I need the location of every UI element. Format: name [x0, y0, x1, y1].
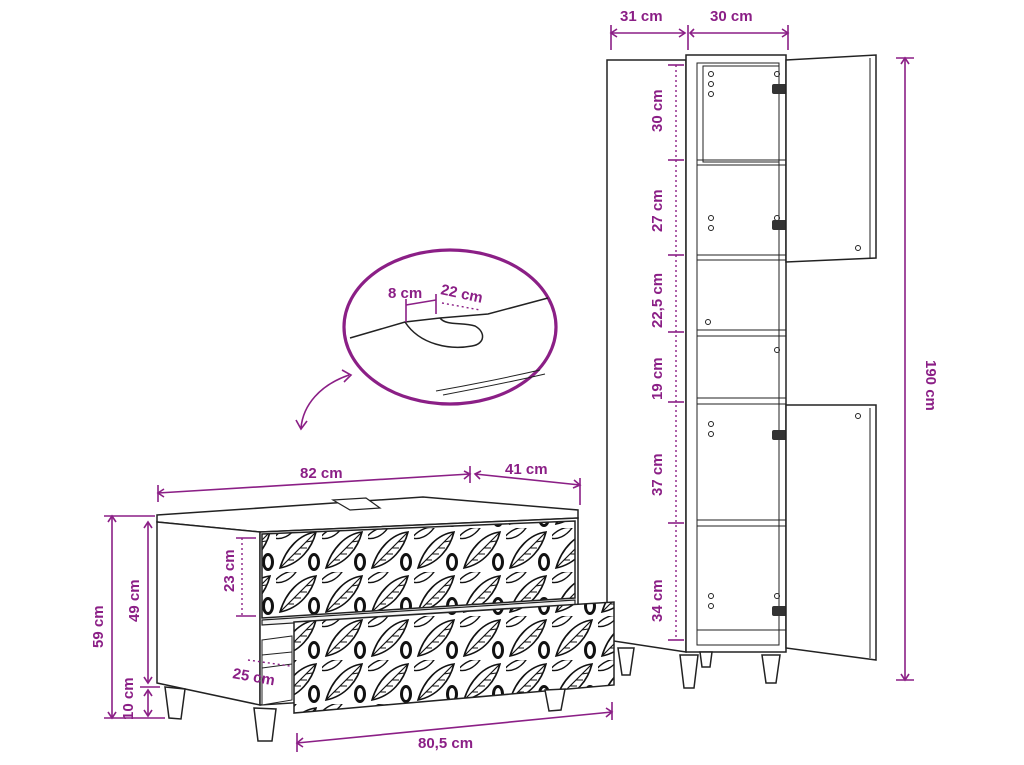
sink-width-label: 82 cm: [300, 465, 343, 482]
sink-depth-label: 41 cm: [505, 461, 548, 478]
tall-cabinet: [606, 54, 877, 689]
tall-section-2-label: 27 cm: [649, 189, 666, 232]
sink-body-height-label: 49 cm: [126, 579, 143, 622]
top-drawer-height-label: 23 cm: [221, 549, 238, 592]
sink-total-height-label: 59 cm: [90, 605, 107, 648]
sink-leg-height-label: 10 cm: [120, 677, 137, 720]
tall-cabinet-dimensions: [609, 25, 914, 682]
tall-section-3-label: 22,5 cm: [649, 273, 666, 328]
tall-cabinet-upper-door: [785, 54, 877, 263]
tall-section-1-label: 30 cm: [649, 89, 666, 132]
cutout-depth-label: 8 cm: [388, 285, 422, 302]
tall-section-4-label: 19 cm: [649, 357, 666, 400]
bottom-drawer-front: [293, 601, 615, 714]
tall-depth-label: 31 cm: [620, 8, 663, 25]
tall-width-label: 30 cm: [710, 8, 753, 25]
tall-cabinet-legs: [617, 647, 781, 689]
cutout-detail-callout: [295, 248, 558, 431]
sink-cabinet-legs: [164, 686, 566, 742]
tall-cabinet-lower-door: [785, 404, 877, 661]
tall-height-label: 190 cm: [922, 360, 939, 411]
tall-cabinet-front: [685, 54, 787, 653]
top-drawer-front: [261, 520, 576, 619]
tall-cabinet-side: [606, 59, 687, 653]
sink-cabinet-dimensions: [104, 466, 614, 752]
sink-cabinet: [156, 496, 615, 742]
tall-cabinet-shelves: [697, 159, 786, 631]
tall-section-5-label: 37 cm: [649, 453, 666, 496]
tall-section-6-label: 34 cm: [649, 579, 666, 622]
drawer-width-label: 80,5 cm: [418, 735, 473, 752]
